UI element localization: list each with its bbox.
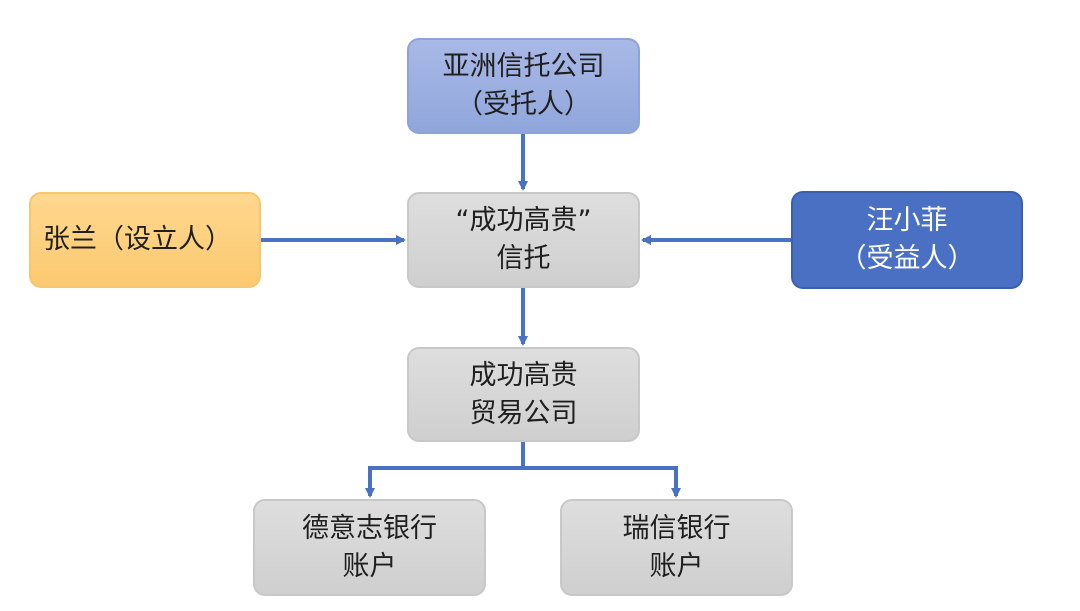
bank1-account: 账户	[342, 550, 397, 582]
company-box: 成功高贵 贸易公司	[407, 347, 640, 442]
bank2-account: 账户	[649, 550, 704, 582]
company-name: 成功高贵	[469, 359, 578, 391]
bank1-name: 德意志银行	[302, 512, 437, 544]
trust-type: 信托	[496, 243, 551, 274]
settlor-label: 张兰（设立人）	[43, 224, 232, 255]
bank2-name: 瑞信银行	[622, 512, 731, 544]
credit-suisse-account-box: 瑞信银行 账户	[560, 499, 793, 596]
deutsche-bank-account-box: 德意志银行 账户	[253, 499, 486, 596]
trust-name: “成功高贵”	[455, 205, 592, 236]
company-type: 贸易公司	[469, 397, 578, 429]
trustee-name: 亚洲信托公司	[442, 51, 605, 82]
beneficiary-name: 汪小菲	[866, 205, 948, 236]
beneficiary-box: 汪小菲 （受益人）	[791, 191, 1023, 289]
trustee-role: （受托人）	[456, 89, 591, 120]
trust-box: “成功高贵” 信托	[407, 192, 640, 288]
beneficiary-role: （受益人）	[839, 243, 975, 274]
settlor-box: 张兰（设立人）	[29, 192, 261, 288]
trustee-box: 亚洲信托公司 （受托人）	[407, 38, 640, 134]
